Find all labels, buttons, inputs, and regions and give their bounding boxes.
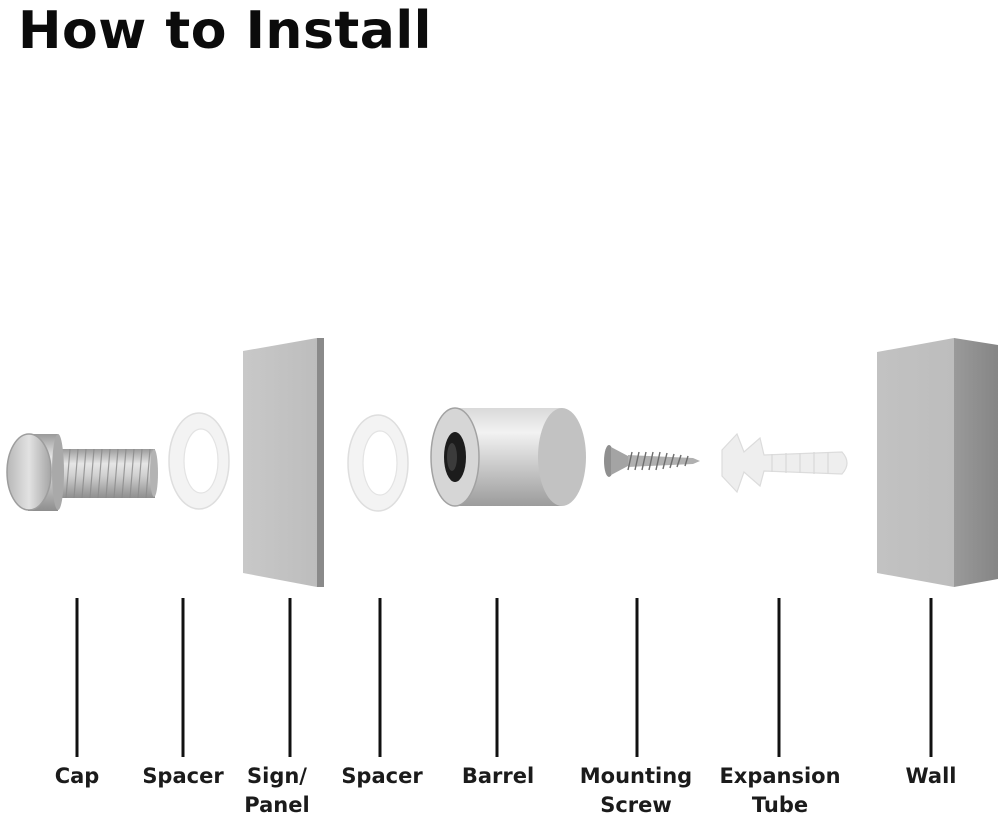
label-spacer-2: Spacer: [341, 764, 423, 788]
label-barrel: Barrel: [461, 764, 535, 788]
barrel-image: [430, 407, 586, 507]
sign-panel-image: [243, 338, 324, 587]
leader-lines: [75, 598, 933, 757]
page-title: How to Install: [18, 1, 432, 61]
mounting-screw-image: [604, 445, 700, 477]
label-sign-panel: Sign/ Panel: [244, 764, 310, 817]
label-wall: Wall: [905, 764, 957, 788]
label-cap: Cap: [54, 764, 100, 788]
spacer-2-image: [347, 414, 409, 512]
spacer-1-image: [168, 412, 230, 510]
cap-image: [6, 433, 158, 511]
label-spacer-1: Spacer: [142, 764, 224, 788]
label-expansion-tube: Expansion Tube: [719, 764, 841, 817]
expansion-tube-image: [721, 432, 848, 494]
label-mounting-screw: Mounting Screw: [579, 764, 693, 817]
wall-image: [877, 338, 998, 587]
